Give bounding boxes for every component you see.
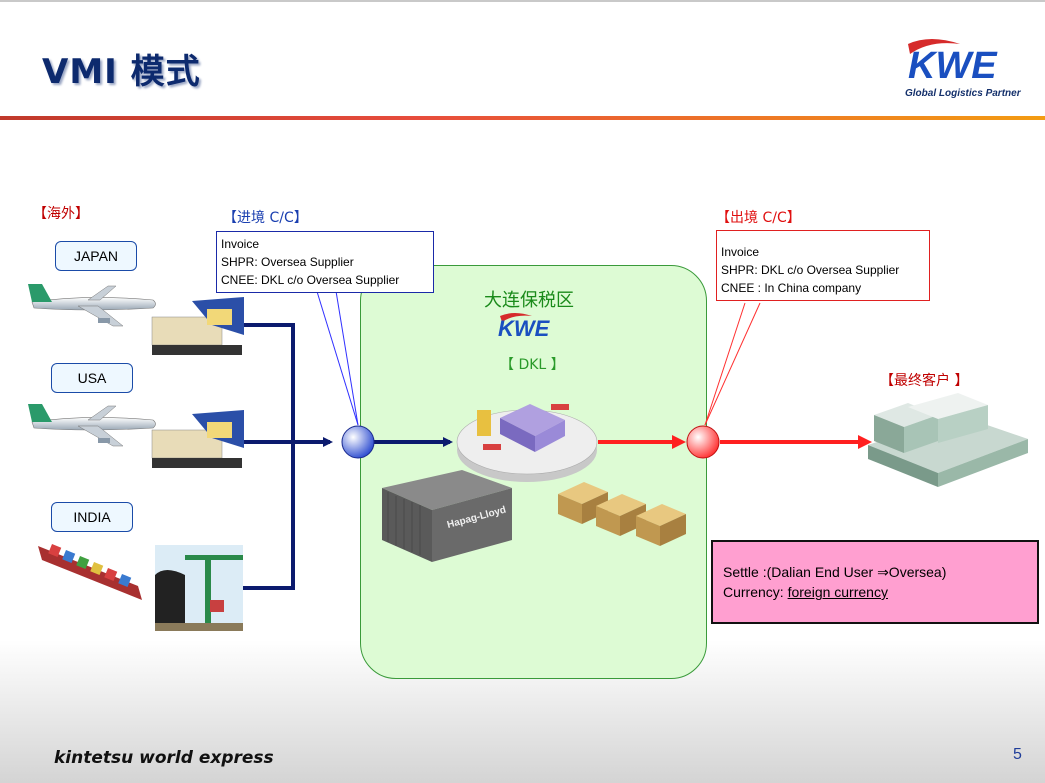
import-callout-lines (314, 284, 359, 426)
cardboard-boxes-icon (558, 482, 686, 546)
region-usa: USA (51, 363, 133, 393)
export-callout-lines (704, 302, 761, 426)
import-invoice-note: Invoice SHPR: Oversea Supplier CNEE: DKL… (216, 231, 434, 293)
kwe-small-wordmark: KWE (498, 316, 551, 341)
export-invoice-note: Invoice SHPR: DKL c/o Oversea Supplier C… (716, 230, 930, 301)
currency-label: Currency: (723, 584, 788, 600)
container-ship-icon (38, 544, 142, 600)
export-note-line-3: CNEE : In China company (721, 281, 862, 295)
dkl-label: 【 DKL 】 (500, 357, 565, 373)
airplane-icon-usa (28, 404, 156, 447)
kwe-logo: KWE (908, 39, 998, 87)
currency-line: Currency: foreign currency (723, 584, 888, 600)
page-number: 5 (1013, 746, 1022, 763)
import-cc-label: 【进境 C/C】 (223, 210, 308, 226)
export-note-line-1: Invoice (721, 245, 760, 259)
import-note-line-2: SHPR: Oversea Supplier (221, 255, 354, 269)
settle-line: Settle :(Dalian End User ⇒Oversea) (723, 564, 947, 580)
region-japan: JAPAN (55, 241, 137, 271)
kwe-small-logo: KWE (498, 313, 551, 341)
final-customer-label: 【最终客户 】 (880, 373, 969, 389)
factory-building-icon (868, 393, 1028, 487)
airplane-icon-japan (28, 284, 156, 327)
footer-brand: kintetsu world express (54, 748, 274, 768)
region-india: INDIA (51, 502, 133, 532)
top-border (0, 0, 1045, 2)
warehouse-platform-icon (456, 404, 598, 482)
import-flow-lines (243, 323, 453, 590)
import-note-line-3: CNEE: DKL c/o Oversea Supplier (221, 273, 400, 287)
kwe-logo-wordmark: KWE (908, 45, 998, 87)
title-divider (0, 116, 1045, 120)
page-title: VMI 模式 (42, 52, 201, 92)
port-crane-icon (155, 545, 243, 631)
cargo-loading-icon-japan (151, 297, 244, 355)
import-note-line-1: Invoice (221, 237, 260, 251)
overseas-label: 【海外】 (33, 206, 89, 222)
export-node (686, 425, 720, 459)
import-node (341, 425, 375, 459)
export-cc-label: 【出境 C/C】 (716, 210, 801, 226)
currency-value: foreign currency (787, 584, 888, 600)
logo-tagline: Global Logistics Partner (905, 88, 1021, 99)
shipping-container-icon: Hapag-Lloyd (382, 470, 512, 562)
cargo-loading-icon-usa (151, 410, 244, 468)
export-note-line-2: SHPR: DKL c/o Oversea Supplier (721, 263, 900, 277)
bonded-zone-title: 大连保税区 (484, 290, 574, 311)
settlement-box: Settle :(Dalian End User ⇒Oversea) Curre… (711, 540, 1039, 624)
